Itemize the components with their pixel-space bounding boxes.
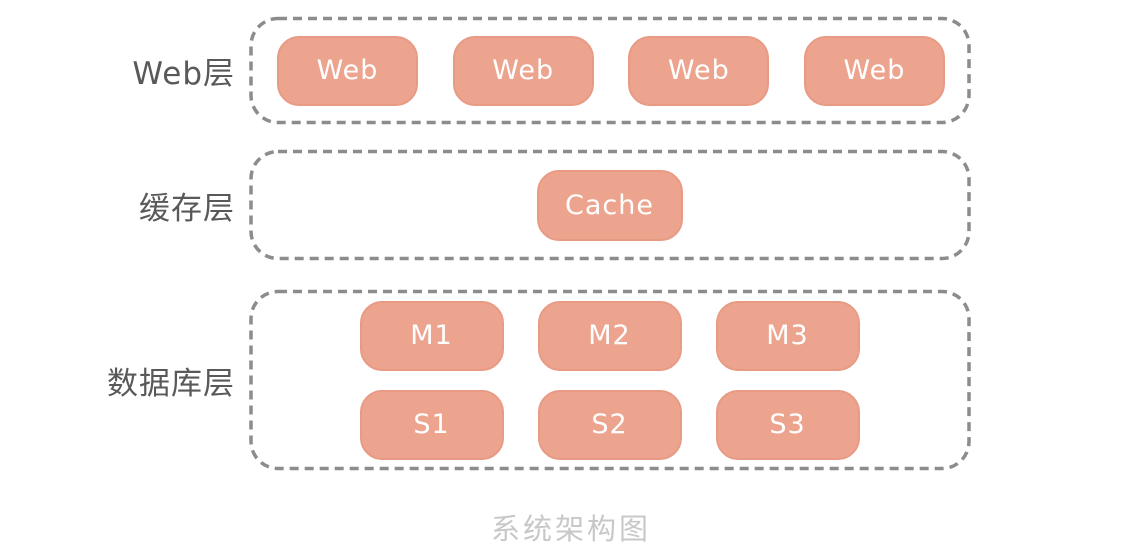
layer-label-web-text: Web层 — [132, 56, 235, 92]
master-nodes-row: M1 M2 M3 — [359, 300, 860, 371]
db-node-m1: M1 — [359, 300, 504, 371]
layer-label-database: 数据库层 — [0, 290, 235, 470]
db-node-m1-text: M1 — [410, 320, 453, 351]
slave-nodes-row: S1 S2 S3 — [359, 389, 860, 460]
db-node-s2: S2 — [537, 389, 682, 460]
web-layer-zone: Web Web Web Web — [249, 17, 970, 124]
layer-label-cache: 缓存层 — [0, 150, 235, 260]
db-node-s2-text: S2 — [591, 409, 628, 440]
database-layer-outline — [249, 289, 971, 471]
web-node-3: Web — [628, 35, 770, 106]
cache-layer-zone: Cache — [249, 150, 970, 260]
web-node-1-text: Web — [316, 55, 379, 86]
db-node-m3-text: M3 — [766, 320, 809, 351]
diagram-title: 系统架构图 — [490, 512, 651, 546]
db-node-m2-text: M2 — [588, 320, 631, 351]
web-node-3-text: Web — [667, 55, 730, 86]
db-node-s3-text: S3 — [769, 409, 806, 440]
db-node-s1-text: S1 — [413, 409, 450, 440]
db-node-s1: S1 — [359, 389, 504, 460]
database-layer-zone: M1 M2 M3 S1 S2 S3 — [249, 290, 970, 470]
db-node-m3: M3 — [715, 300, 860, 371]
layer-label-cache-text: 缓存层 — [139, 190, 235, 227]
web-layer-outline — [249, 16, 971, 125]
layer-label-database-text: 数据库层 — [107, 365, 235, 402]
cache-node: Cache — [536, 169, 683, 241]
web-node-4: Web — [803, 35, 945, 106]
db-node-s3: S3 — [715, 389, 860, 460]
cache-node-text: Cache — [565, 189, 654, 221]
cache-layer-outline — [249, 149, 971, 261]
layer-label-web: Web层 — [0, 17, 235, 124]
db-node-m2: M2 — [537, 300, 682, 371]
web-node-2: Web — [452, 35, 594, 106]
web-node-2-text: Web — [492, 55, 555, 86]
web-node-4-text: Web — [843, 55, 906, 86]
web-node-1: Web — [277, 35, 418, 106]
